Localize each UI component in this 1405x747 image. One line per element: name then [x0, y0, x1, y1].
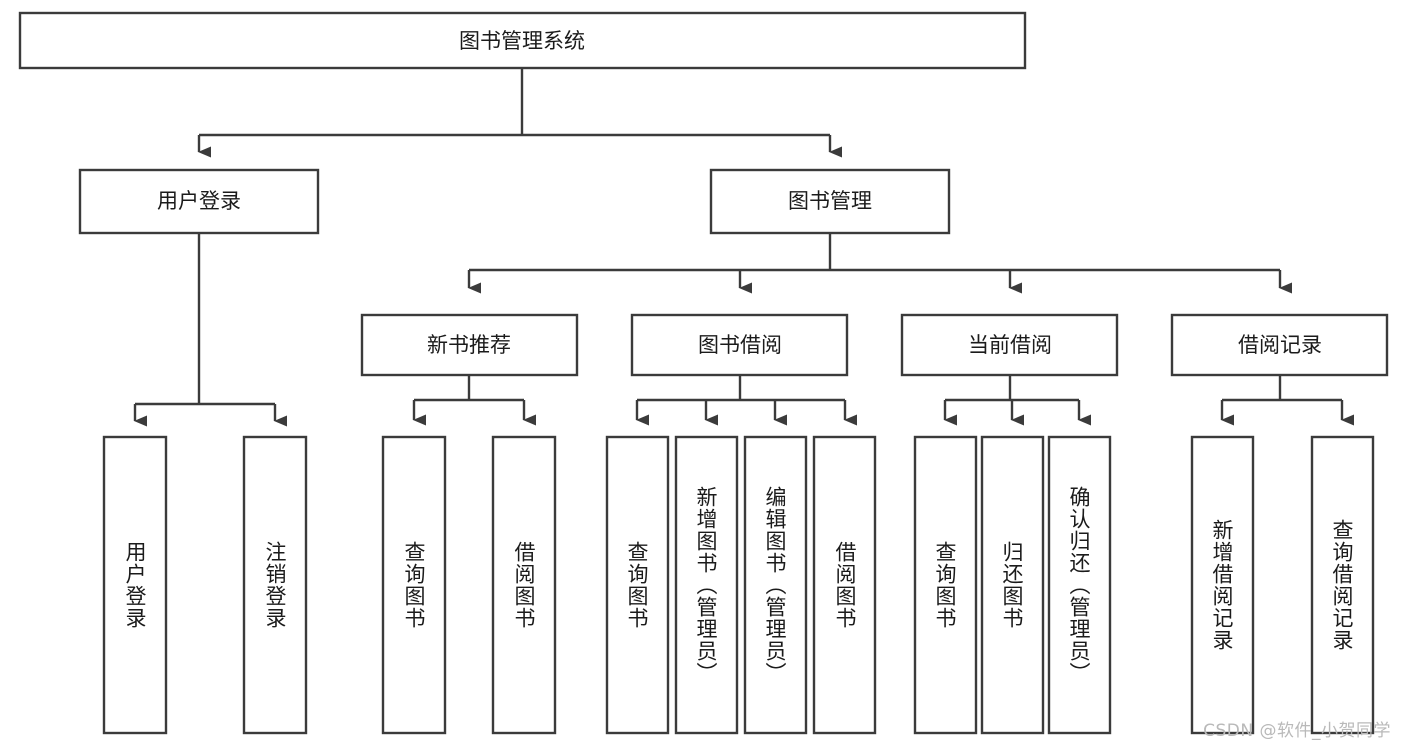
leaf-bookborrow-add-box[interactable]: [674, 435, 739, 735]
leaf-currentborrow-return-label: 归还图书: [1000, 541, 1024, 629]
leaf-user-login-logout[interactable]: 注销登录: [242, 435, 308, 735]
leaf-user-login-logout-box[interactable]: [242, 435, 308, 735]
leaf-user-login-login-label: 用户登录: [123, 541, 147, 629]
leaf-user-login-login[interactable]: 用户登录: [102, 435, 168, 735]
connector-newbook-to-leaves: [412, 375, 536, 426]
node-user-login-label: 用户登录: [157, 189, 241, 213]
node-current-borrow-box[interactable]: [900, 313, 1119, 377]
connector-root-to-level2: [197, 68, 842, 158]
leaf-bookborrow-add[interactable]: 新增图书（管理员）: [674, 435, 739, 735]
leaf-bookborrow-query-label: 查询图书: [625, 541, 649, 629]
leaf-bookborrow-edit[interactable]: 编辑图书（管理员）: [743, 435, 808, 735]
leaf-user-login-logout-label: 注销登录: [263, 541, 287, 629]
leaf-user-login-login-box[interactable]: [102, 435, 168, 735]
leaf-currentborrow-query-label: 查询图书: [933, 541, 957, 629]
node-current-borrow[interactable]: 当前借阅: [900, 313, 1119, 377]
leaf-bookborrow-borrow-box[interactable]: [812, 435, 877, 735]
node-new-book-recommend[interactable]: 新书推荐: [360, 313, 579, 377]
leaf-bookborrow-edit-box[interactable]: [743, 435, 808, 735]
leaf-bookborrow-query-box[interactable]: [605, 435, 670, 735]
leaf-bookborrow-query[interactable]: 查询图书: [605, 435, 670, 735]
leaf-currentborrow-confirm[interactable]: 确认归还（管理员）: [1047, 435, 1112, 735]
node-root-box[interactable]: [18, 11, 1027, 70]
connector-bookborrow-to-leaves: [635, 375, 857, 426]
leaf-borrowrecord-query-label: 查询借阅记录: [1330, 519, 1354, 651]
node-root-label: 图书管理系统: [459, 29, 585, 53]
node-book-management-label: 图书管理: [788, 189, 872, 213]
leaf-newbook-borrow-box[interactable]: [491, 435, 557, 735]
node-user-login[interactable]: 用户登录: [78, 168, 320, 235]
connector-borrowrecord-to-leaves: [1220, 375, 1354, 426]
leaf-bookborrow-borrow[interactable]: 借阅图书: [812, 435, 877, 735]
node-book-borrow-box[interactable]: [630, 313, 849, 377]
leaf-borrowrecord-query[interactable]: 查询借阅记录: [1310, 435, 1375, 735]
leaf-newbook-query-box[interactable]: [381, 435, 447, 735]
connector-bookmgmt-to-level3: [467, 233, 1292, 294]
leaf-bookborrow-edit-label: 编辑图书（管理员）: [763, 486, 787, 684]
node-root[interactable]: 图书管理系统: [18, 11, 1027, 70]
node-borrow-record[interactable]: 借阅记录: [1170, 313, 1389, 377]
node-borrow-record-label: 借阅记录: [1238, 333, 1322, 357]
leaf-newbook-borrow-label: 借阅图书: [512, 541, 536, 629]
leaf-currentborrow-query-box[interactable]: [913, 435, 978, 735]
node-user-login-box[interactable]: [78, 168, 320, 235]
node-book-management-box[interactable]: [709, 168, 951, 235]
node-new-book-recommend-label: 新书推荐: [427, 333, 511, 357]
connector-currentborrow-to-leaves: [943, 375, 1091, 426]
leaf-newbook-query[interactable]: 查询图书: [381, 435, 447, 735]
leaf-currentborrow-query[interactable]: 查询图书: [913, 435, 978, 735]
leaf-currentborrow-return-box[interactable]: [980, 435, 1045, 735]
leaf-currentborrow-confirm-box[interactable]: [1047, 435, 1112, 735]
leaf-newbook-borrow[interactable]: 借阅图书: [491, 435, 557, 735]
node-current-borrow-label: 当前借阅: [968, 333, 1052, 357]
leaf-borrowrecord-add[interactable]: 新增借阅记录: [1190, 435, 1255, 735]
leaf-borrowrecord-add-label: 新增借阅记录: [1210, 519, 1234, 651]
leaf-bookborrow-borrow-label: 借阅图书: [833, 541, 857, 629]
leaf-borrowrecord-add-box[interactable]: [1190, 435, 1255, 735]
node-new-book-recommend-box[interactable]: [360, 313, 579, 377]
leaf-borrowrecord-query-box[interactable]: [1310, 435, 1375, 735]
connector-userlogin-to-leaves: [133, 233, 287, 427]
leaf-bookborrow-add-label: 新增图书（管理员）: [694, 486, 718, 684]
node-book-borrow[interactable]: 图书借阅: [630, 313, 849, 377]
leaf-currentborrow-confirm-label: 确认归还（管理员）: [1067, 486, 1091, 684]
leaf-currentborrow-return[interactable]: 归还图书: [980, 435, 1045, 735]
node-borrow-record-box[interactable]: [1170, 313, 1389, 377]
node-book-management[interactable]: 图书管理: [709, 168, 951, 235]
leaf-newbook-query-label: 查询图书: [402, 541, 426, 629]
node-book-borrow-label: 图书借阅: [698, 333, 782, 357]
